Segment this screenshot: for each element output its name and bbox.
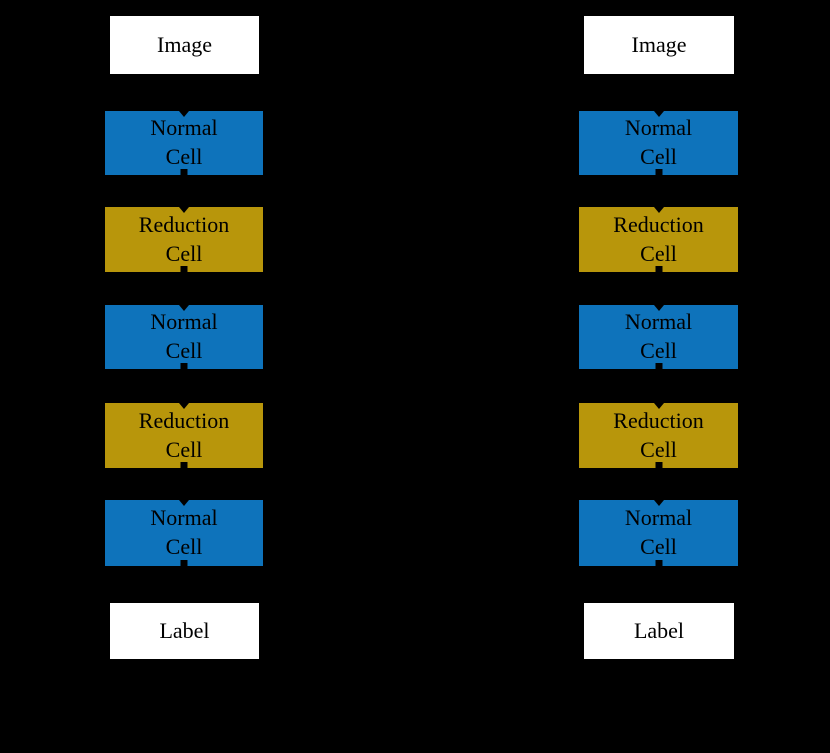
left-normal-cell-2-box: Normal Cell xyxy=(105,305,263,369)
right-reduction-cell-1-box: Reduction Cell xyxy=(579,207,738,272)
arrow-tail-stub xyxy=(655,169,662,175)
left-image-label: Image xyxy=(157,31,212,57)
right-normal-cell-2-label: Normal Cell xyxy=(624,309,693,363)
arrow-tail-stub xyxy=(180,560,188,566)
left-reduction-cell-1-label: Reduction Cell xyxy=(138,211,230,266)
left-reduction-cell-2-box: Reduction Cell xyxy=(105,403,263,468)
arrow-tail-stub xyxy=(180,266,188,272)
left-normal-cell-3-label: Normal Cell xyxy=(150,505,218,559)
arrow-tail-stub xyxy=(180,462,188,468)
arrow-tail-stub xyxy=(655,363,662,369)
left-normal-cell-2-label: Normal Cell xyxy=(150,309,218,363)
down-arrowhead-icon xyxy=(179,403,189,409)
right-label-label: Label xyxy=(633,617,685,643)
left-reduction-cell-2-label: Reduction Cell xyxy=(138,407,230,462)
left-image-box: Image xyxy=(110,16,259,74)
arrow-tail-stub xyxy=(655,266,662,272)
right-image-label: Image xyxy=(631,31,687,57)
left-label-box: Label xyxy=(110,603,259,659)
right-reduction-cell-2-label: Reduction Cell xyxy=(613,407,704,462)
arrow-tail-stub xyxy=(655,462,662,468)
right-normal-cell-2-box: Normal Cell xyxy=(579,305,738,369)
down-arrowhead-icon xyxy=(179,305,189,311)
arrow-tail-stub xyxy=(180,169,188,175)
arrow-tail-stub xyxy=(655,560,662,566)
down-arrowhead-icon xyxy=(179,207,189,213)
right-image-box: Image xyxy=(584,16,734,74)
left-normal-cell-3-box: Normal Cell xyxy=(105,500,263,566)
left-normal-cell-1-box: Normal Cell xyxy=(105,111,263,175)
down-arrowhead-icon xyxy=(653,207,664,213)
right-reduction-cell-1-label: Reduction Cell xyxy=(613,211,704,266)
down-arrowhead-icon xyxy=(653,305,664,311)
right-normal-cell-1-box: Normal Cell xyxy=(579,111,738,175)
right-label-box: Label xyxy=(584,603,734,659)
down-arrowhead-icon xyxy=(179,111,189,117)
right-reduction-cell-2-box: Reduction Cell xyxy=(579,403,738,468)
right-normal-cell-1-label: Normal Cell xyxy=(624,115,693,169)
down-arrowhead-icon xyxy=(653,500,664,506)
down-arrowhead-icon xyxy=(179,500,189,506)
arrow-tail-stub xyxy=(180,363,188,369)
right-normal-cell-3-label: Normal Cell xyxy=(624,505,693,559)
left-normal-cell-1-label: Normal Cell xyxy=(150,115,218,169)
down-arrowhead-icon xyxy=(653,111,664,117)
right-normal-cell-3-box: Normal Cell xyxy=(579,500,738,566)
down-arrowhead-icon xyxy=(653,403,664,409)
left-label-label: Label xyxy=(159,617,210,643)
left-reduction-cell-1-box: Reduction Cell xyxy=(105,207,263,272)
